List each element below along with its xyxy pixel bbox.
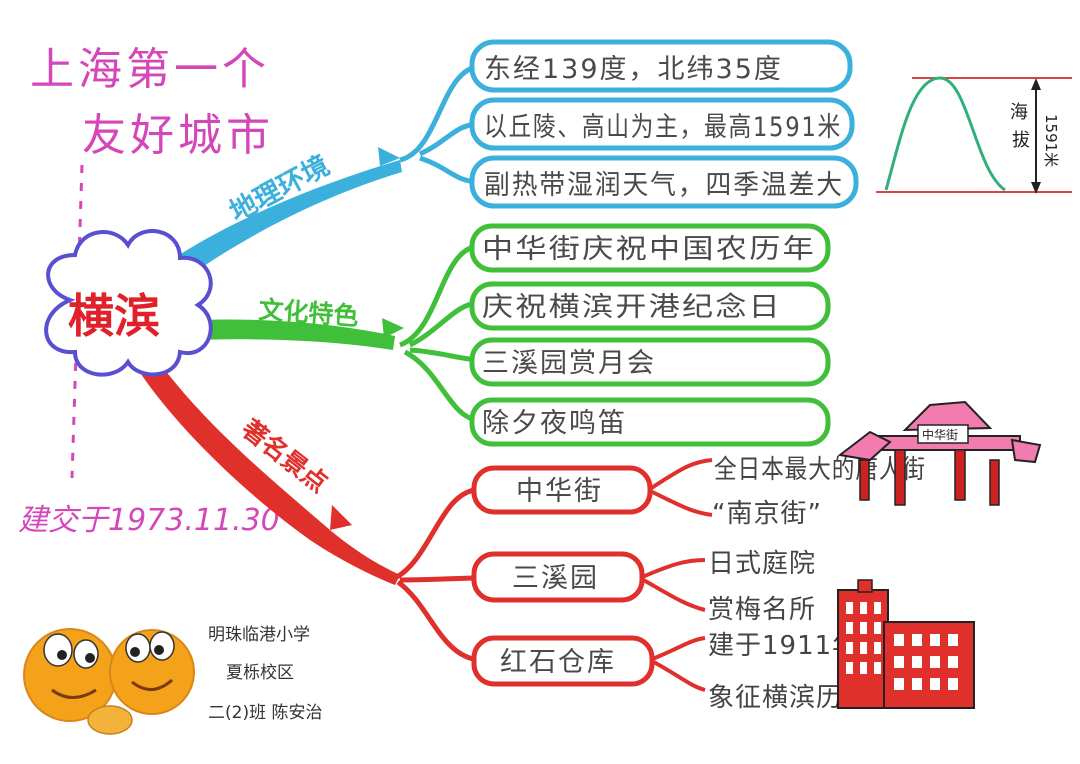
sights-fork-warehouse — [649, 636, 706, 692]
credit-campus: 夏栎校区 — [226, 663, 294, 683]
sight-sankeien-label: 三溪园 — [512, 563, 599, 594]
sight-chinatown-label: 中华街 — [516, 476, 603, 507]
sight-chinatown: 中华街 — [471, 465, 653, 515]
branch-culture-label: 文化特色 — [258, 295, 360, 331]
culture-item-1: 庆祝横滨开港纪念日 — [469, 281, 831, 331]
branch-geo-arrow — [378, 147, 400, 166]
culture-item-1-text: 庆祝横滨开港纪念日 — [482, 292, 782, 323]
geo-item-0-text: 东经139度，北纬35度 — [484, 54, 783, 85]
center-label: 横滨 — [68, 289, 160, 343]
chinatown-detail-1: “南京街” — [712, 499, 822, 529]
credit-school: 明珠临港小学 — [208, 625, 310, 645]
elevation-value: 1591米 — [1042, 114, 1060, 167]
branch-culture-fork — [398, 243, 479, 423]
credit-author: 二(2)班 陈安治 — [208, 703, 322, 723]
elevation-label-top: 海 — [1010, 102, 1028, 123]
geo-item-0: 东经139度，北纬35度 — [469, 39, 853, 93]
warehouse-detail-0: 建于1911年 — [708, 631, 859, 661]
culture-item-2: 三溪园赏月会 — [469, 337, 831, 387]
sights-fork-sankeien — [639, 558, 706, 612]
culture-item-3: 除夕夜鸣笛 — [469, 397, 831, 447]
elevation-label-bottom: 拔 — [1012, 130, 1030, 151]
red-brick-warehouse-icon — [837, 579, 975, 709]
branch-geo-ribbon — [150, 160, 402, 290]
sights-fork-chinatown — [646, 458, 713, 517]
established-date: 建交于1973.11.30 — [18, 503, 280, 538]
culture-item-0: 中华街庆祝中国农历年 — [469, 223, 831, 273]
culture-item-3-text: 除夕夜鸣笛 — [482, 408, 627, 439]
branch-sights-ribbon — [135, 350, 400, 585]
culture-item-0-text: 中华街庆祝中国农历年 — [482, 234, 816, 265]
branch-sights-arrow — [330, 505, 352, 530]
sight-warehouse-label: 红石仓库 — [500, 647, 616, 678]
title-line2: 友好城市 — [82, 110, 274, 161]
chinatown-detail-0: 全日本最大的唐人街 — [714, 455, 926, 485]
mountain-elevation-icon: 海 拔 1591米 — [876, 76, 1072, 194]
geo-item-1: 以丘陵、高山为主，最高1591米 — [469, 97, 855, 151]
branch-geo-fork — [399, 63, 481, 185]
branch-sights-fork — [393, 487, 479, 663]
branch-culture-ribbon — [200, 319, 395, 350]
sight-warehouse: 红石仓库 — [471, 635, 655, 687]
sankeien-detail-0: 日式庭院 — [708, 549, 816, 579]
sankeien-detail-1: 赏梅名所 — [708, 595, 816, 625]
sight-sankeien: 三溪园 — [471, 551, 645, 603]
geo-item-1-text: 以丘陵、高山为主，最高1591米 — [484, 112, 842, 143]
chinatown-gate-icon: 中华街 — [837, 400, 1042, 506]
geo-item-2: 副热带湿润天气，四季温差大 — [469, 155, 859, 209]
gate-sign: 中华街 — [922, 427, 958, 442]
geo-item-2-text: 副热带湿润天气，四季温差大 — [484, 170, 844, 201]
center-cloud: 横滨 — [44, 229, 213, 377]
culture-item-2-text: 三溪园赏月会 — [482, 348, 656, 379]
title-line1: 上海第一个 — [30, 44, 270, 95]
branch-culture-arrow — [382, 318, 404, 338]
smiley-friends-icon — [23, 628, 195, 735]
